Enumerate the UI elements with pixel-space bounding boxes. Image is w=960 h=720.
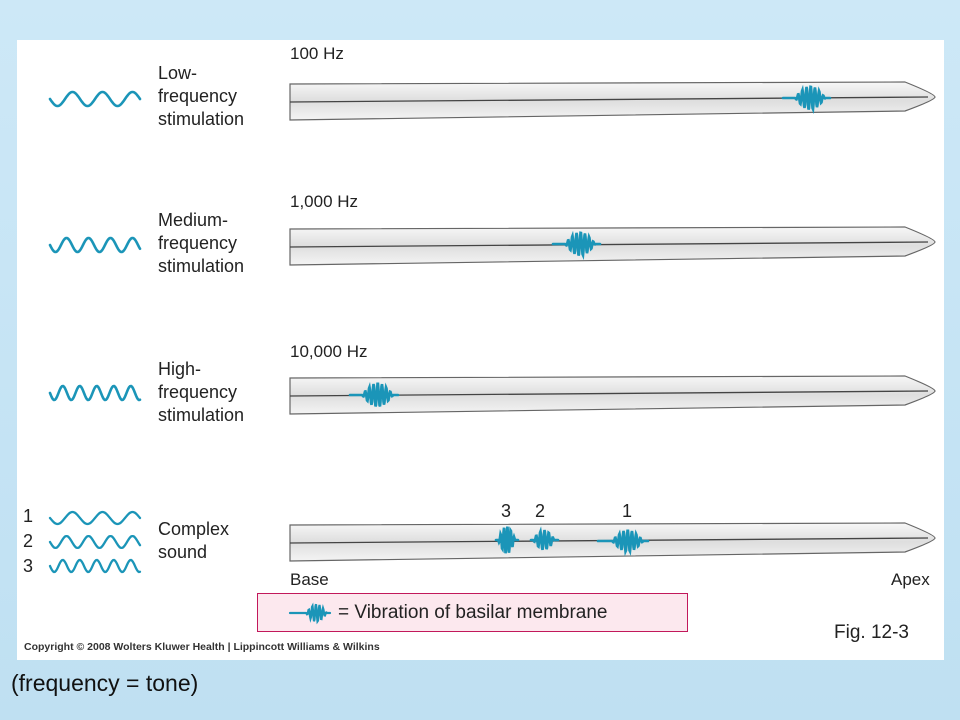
vibration-peak-low <box>781 84 832 115</box>
label-line: frequency <box>158 382 238 402</box>
label-line: Low- <box>158 63 198 83</box>
figure-id: Fig. 12-3 <box>834 622 909 643</box>
complex-wave-number-1: 1 <box>23 506 34 526</box>
frequency-1000hz: 1,000 Hz <box>290 192 359 211</box>
stimulus-wave-low <box>48 90 142 108</box>
stimulus-wave-high <box>48 384 142 402</box>
vibration-peak-high <box>348 382 400 407</box>
complex-wave-number-3: 3 <box>23 556 34 576</box>
label-line: Complex <box>158 519 230 539</box>
complex-vibration-peak-1 <box>596 529 650 557</box>
label-line: stimulation <box>158 109 245 129</box>
complex-wave-1 <box>48 510 142 526</box>
label-complex-sound: Complex sound <box>158 518 229 564</box>
label-line: frequency <box>158 86 238 106</box>
complex-wave-3 <box>48 558 142 574</box>
copyright-notice: Copyright © 2008 Wolters Kluwer Health |… <box>24 641 380 653</box>
complex-wave-number-2: 2 <box>23 531 34 551</box>
legend-box: = Vibration of basilar membrane <box>257 593 688 632</box>
label-line: High- <box>158 359 202 379</box>
label-line: stimulation <box>158 405 245 425</box>
label-line: stimulation <box>158 256 245 276</box>
complex-peak-number-1: 1 <box>622 501 633 521</box>
base-label: Base <box>290 570 329 589</box>
membrane-low <box>289 81 936 121</box>
membrane-medium <box>289 226 936 266</box>
label-low-frequency: Low- frequency stimulation <box>158 62 244 131</box>
legend-text: = Vibration of basilar membrane <box>338 602 608 623</box>
frequency-10000hz: 10,000 Hz <box>290 342 368 361</box>
complex-peak-number-2: 2 <box>535 501 546 521</box>
caption: (frequency = tone) <box>11 670 199 696</box>
label-line: sound <box>158 542 208 562</box>
complex-peak-number-3: 3 <box>501 501 512 521</box>
vibration-peak-medium <box>551 230 602 261</box>
label-line: Medium- <box>158 210 229 230</box>
complex-vibration-peak-2 <box>529 526 560 551</box>
label-high-frequency: High- frequency stimulation <box>158 358 244 427</box>
membrane-high <box>289 375 936 415</box>
complex-wave-2 <box>48 534 142 550</box>
stimulus-wave-medium <box>48 236 142 254</box>
vibration-wave-icon <box>288 602 332 625</box>
label-medium-frequency: Medium- frequency stimulation <box>158 209 244 278</box>
apex-label: Apex <box>891 570 930 589</box>
frequency-100hz: 100 Hz <box>290 44 344 63</box>
complex-vibration-peak-3 <box>494 526 520 554</box>
label-line: frequency <box>158 233 238 253</box>
